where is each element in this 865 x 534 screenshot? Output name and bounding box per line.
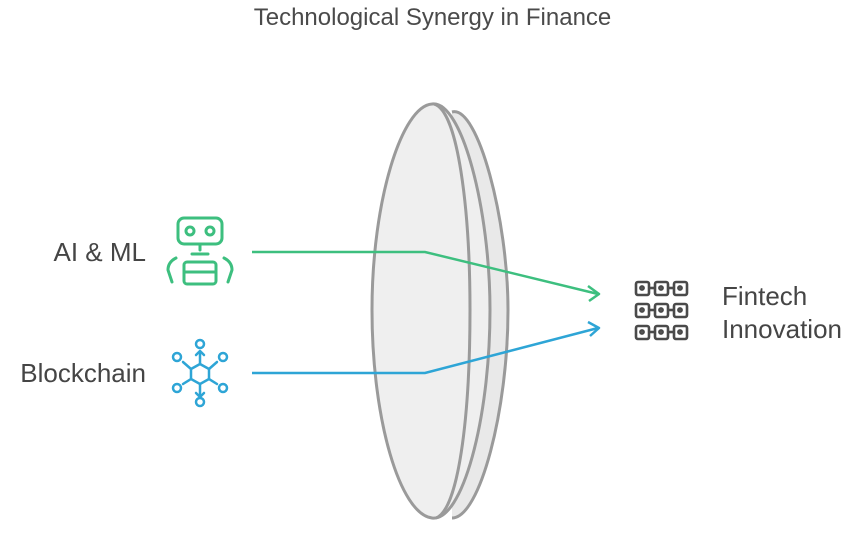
fintech-label-line1: Fintech [722,281,808,311]
lens-shape [370,102,510,520]
fintech-label-line2: Innovation [722,313,842,344]
ai-ml-label: AI & ML [53,237,146,267]
ai-ml-arrow [252,250,601,303]
fintech-innovation-label: Fintech Innovation [722,280,842,345]
blockchain-arrow [252,320,601,375]
blockchain-label: Blockchain [20,358,146,388]
blocks-grid-icon [634,280,689,341]
diagram-title: Technological Synergy in Finance [253,4,612,31]
robot-icon [166,216,234,286]
network-nodes-icon [171,338,229,408]
